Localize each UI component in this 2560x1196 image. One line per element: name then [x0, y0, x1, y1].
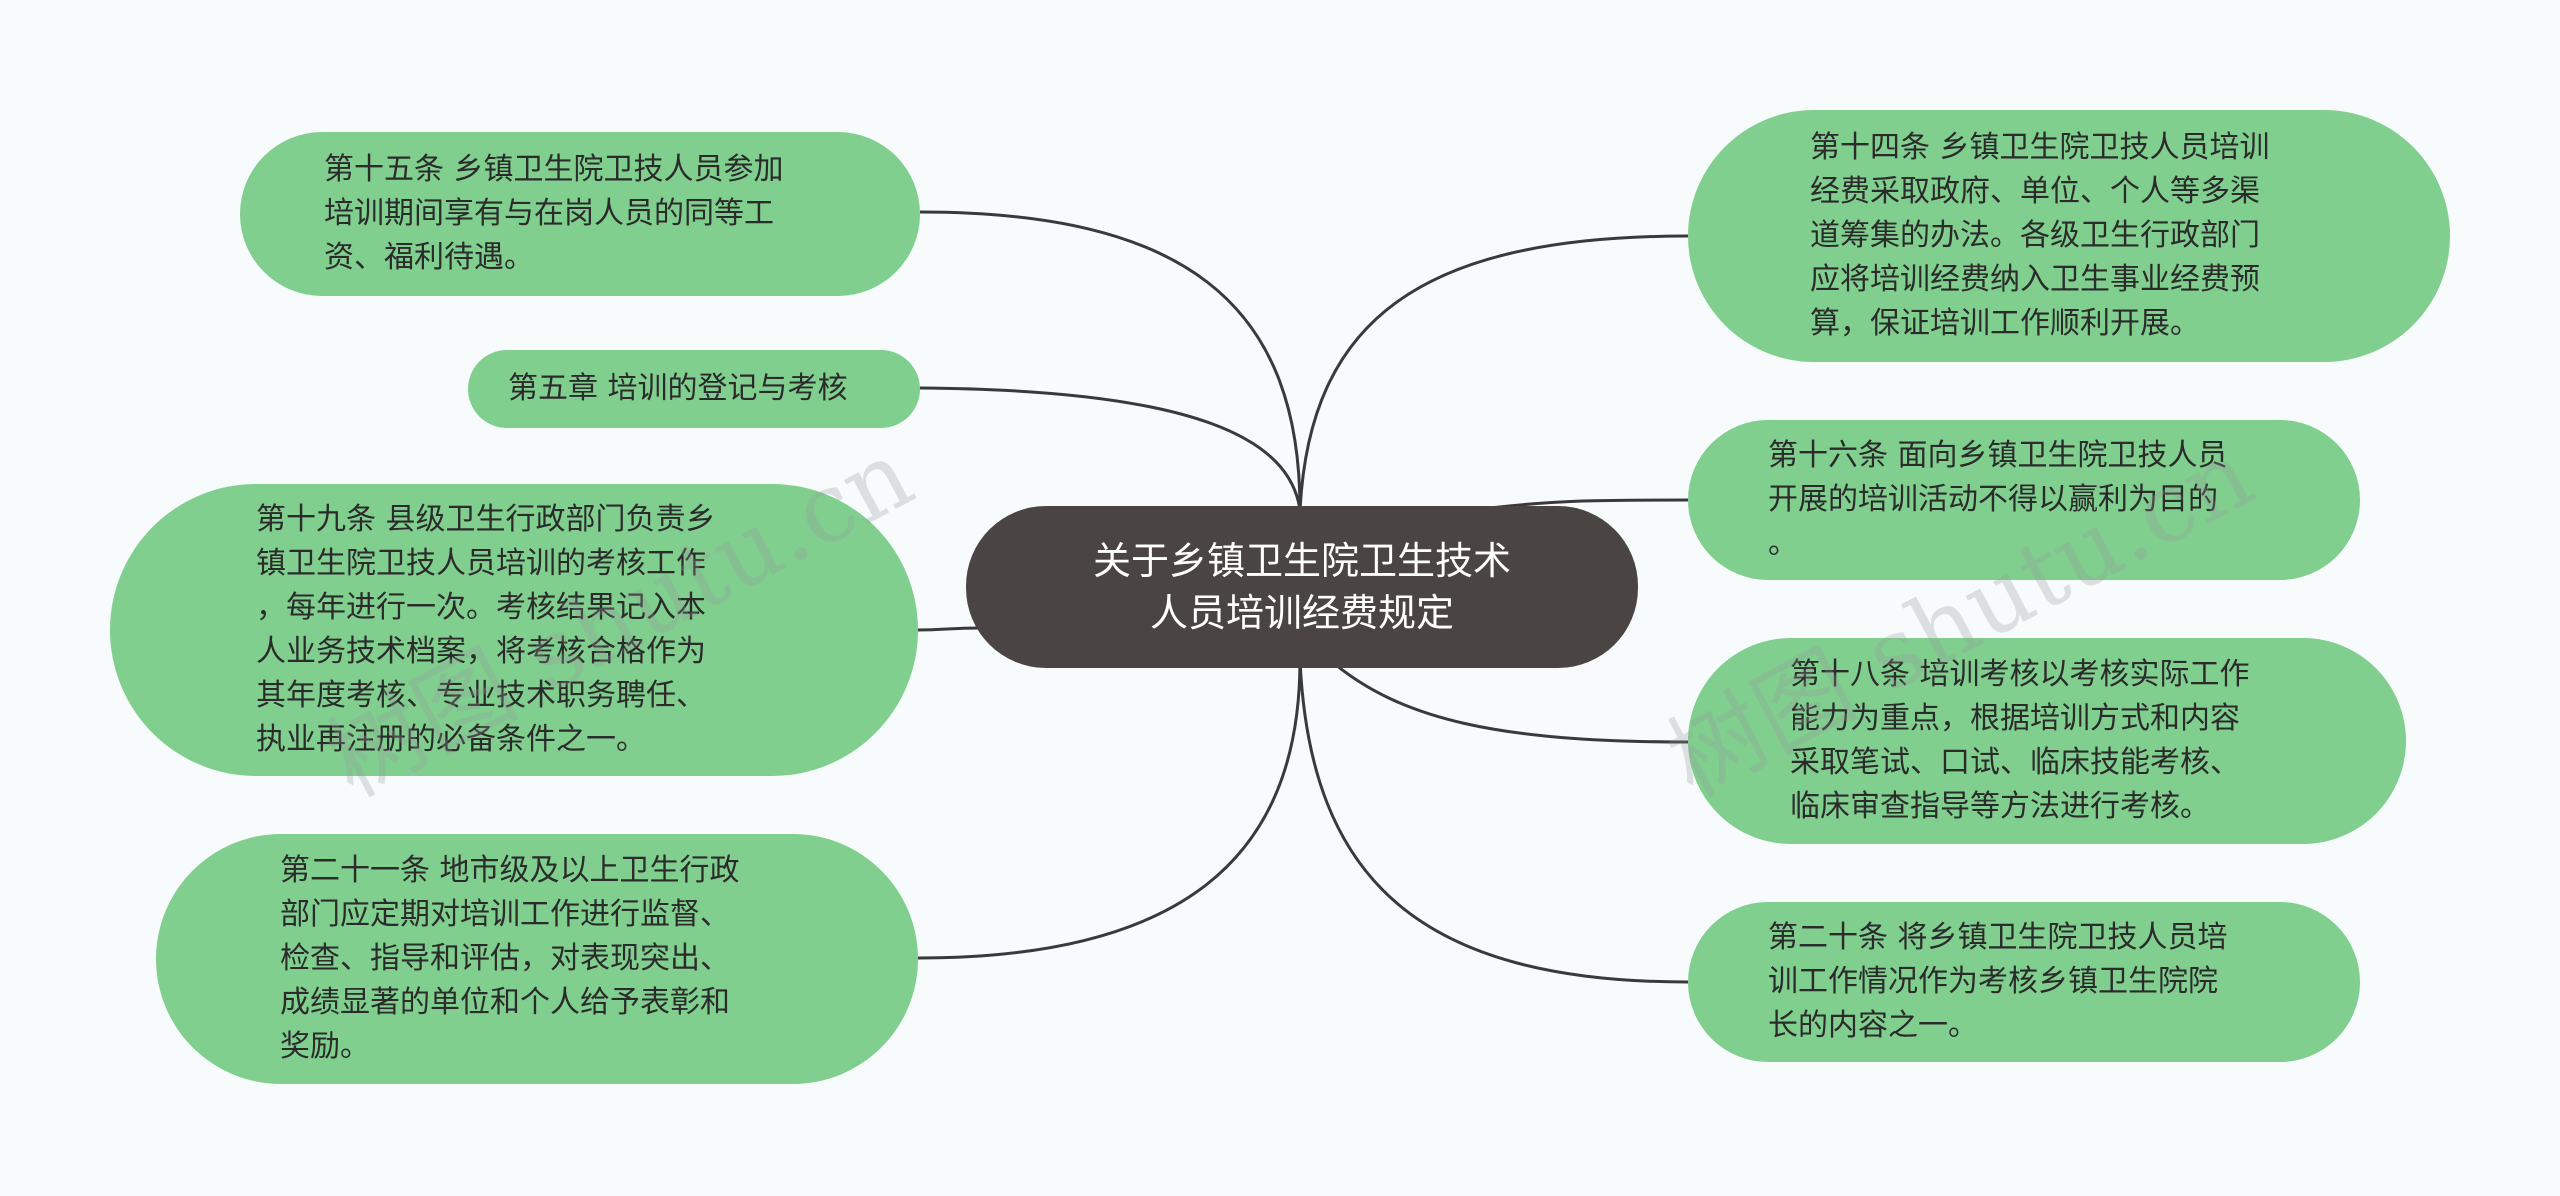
node-article-20-label: 第二十条 将乡镇卫生院卫技人员培 训工作情况作为考核乡镇卫生院院 长的内容之一。 — [1768, 920, 2228, 1043]
node-article-20[interactable]: 第二十条 将乡镇卫生院卫技人员培 训工作情况作为考核乡镇卫生院院 长的内容之一。 — [1688, 902, 2360, 1062]
node-article-21[interactable]: 第二十一条 地市级及以上卫生行政 部门应定期对培训工作进行监督、 检查、指导和评… — [156, 834, 918, 1084]
node-article-21-label: 第二十一条 地市级及以上卫生行政 部门应定期对培训工作进行监督、 检查、指导和评… — [280, 853, 740, 1064]
central-topic[interactable]: 关于乡镇卫生院卫生技术 人员培训经费规定 — [966, 506, 1638, 668]
link-right-4 — [1298, 659, 1689, 984]
node-article-16-label: 第十六条 面向乡镇卫生院卫技人员 开展的培训活动不得以赢利为目的 。 — [1768, 438, 2228, 561]
link-right-2 — [1489, 498, 1689, 510]
node-article-14-label: 第十四条 乡镇卫生院卫技人员培训 经费采取政府、单位、个人等多渠 道筹集的办法。… — [1810, 130, 2270, 341]
node-article-16[interactable]: 第十六条 面向乡镇卫生院卫技人员 开展的培训活动不得以赢利为目的 。 — [1688, 420, 2360, 580]
node-article-18[interactable]: 第十八条 培训考核以考核实际工作 能力为重点，根据培训方式和内容 采取笔试、口试… — [1688, 638, 2406, 844]
node-article-15-label: 第十五条 乡镇卫生院卫技人员参加 培训期间享有与在岗人员的同等工 资、福利待遇。 — [324, 152, 784, 275]
node-article-14[interactable]: 第十四条 乡镇卫生院卫技人员培训 经费采取政府、单位、个人等多渠 道筹集的办法。… — [1688, 110, 2450, 362]
link-right-3 — [1329, 658, 1689, 744]
node-chapter-5[interactable]: 第五章 培训的登记与考核 — [468, 350, 920, 428]
node-article-15[interactable]: 第十五条 乡镇卫生院卫技人员参加 培训期间享有与在岗人员的同等工 资、福利待遇。 — [240, 132, 920, 296]
link-right-1 — [1298, 234, 1689, 511]
node-article-18-label: 第十八条 培训考核以考核实际工作 能力为重点，根据培训方式和内容 采取笔试、口试… — [1790, 657, 2250, 824]
link-left-4 — [917, 659, 1302, 960]
node-chapter-5-label: 第五章 培训的登记与考核 — [508, 371, 848, 406]
link-left-3 — [917, 626, 981, 632]
node-article-19-label: 第十九条 县级卫生行政部门负责乡 镇卫生院卫技人员培训的考核工作 ，每年进行一次… — [256, 502, 716, 757]
central-topic-label: 关于乡镇卫生院卫生技术 人员培训经费规定 — [1092, 539, 1511, 635]
link-left-2 — [919, 386, 1302, 511]
node-article-19[interactable]: 第十九条 县级卫生行政部门负责乡 镇卫生院卫技人员培训的考核工作 ，每年进行一次… — [110, 484, 918, 776]
link-left-1 — [919, 210, 1302, 511]
